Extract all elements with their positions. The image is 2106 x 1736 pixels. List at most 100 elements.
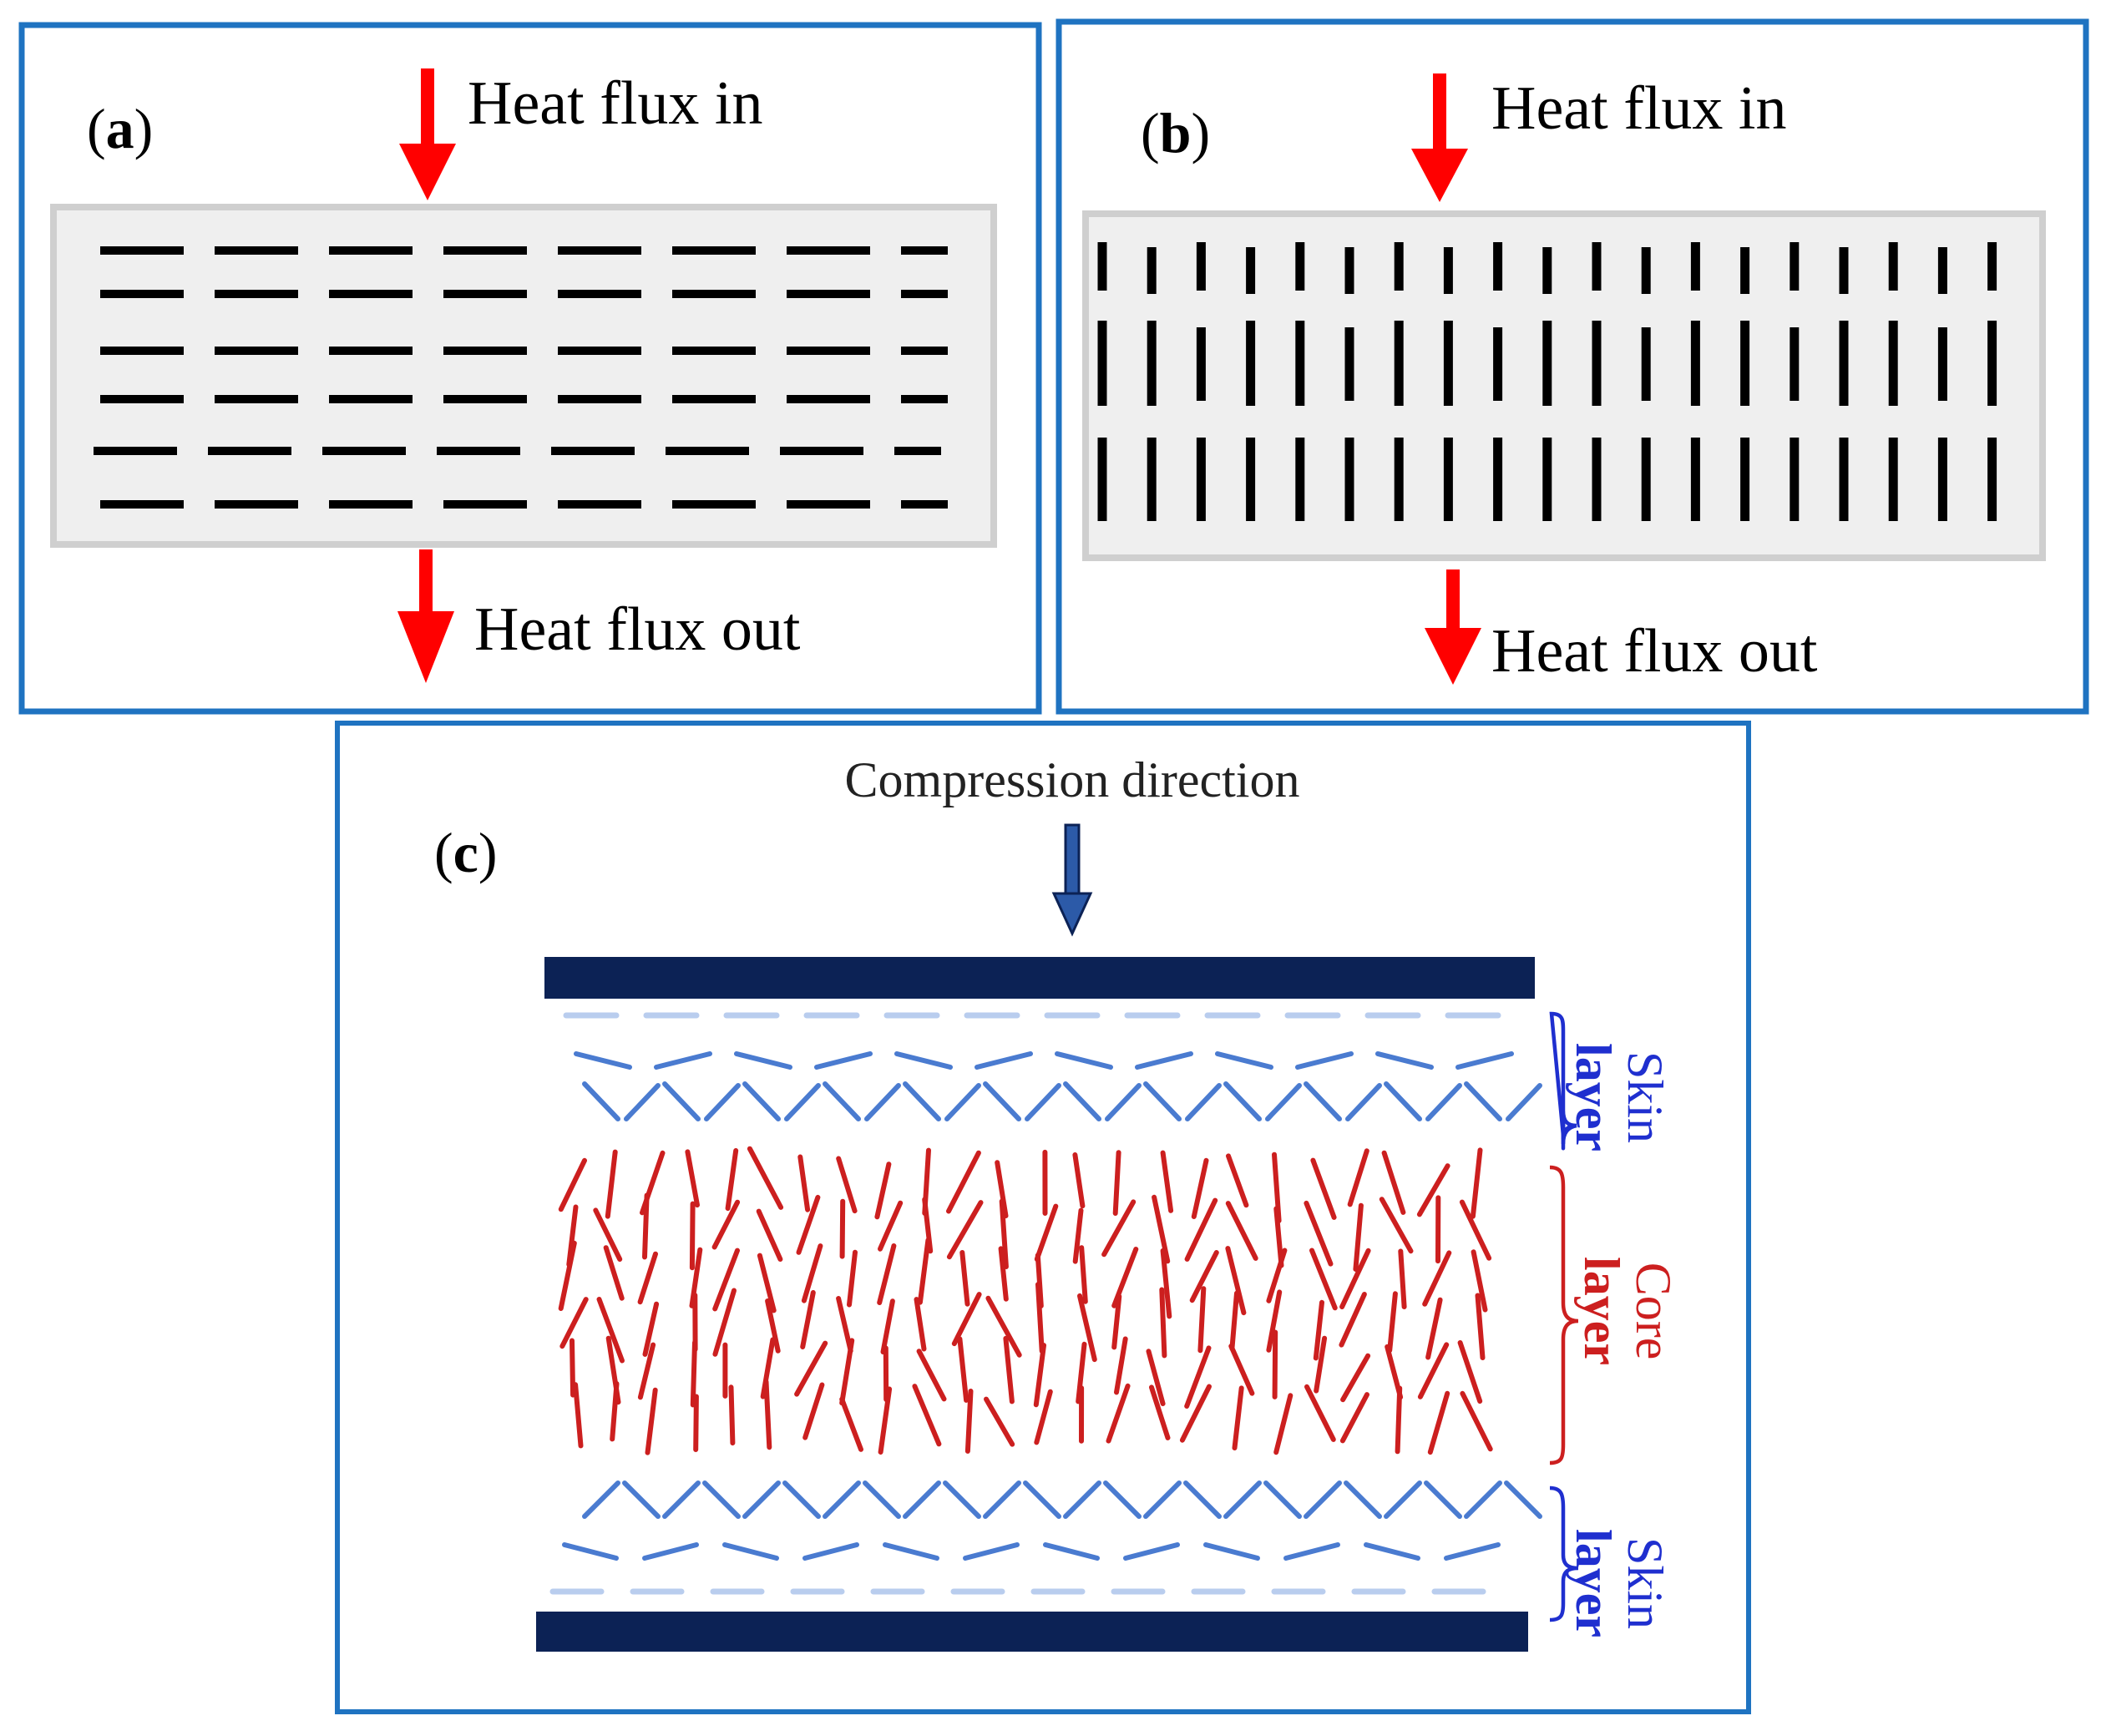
core-flake xyxy=(1427,1390,1450,1455)
skin-flake xyxy=(944,1083,981,1121)
bottom-skin-label: Skin layer xyxy=(1566,1529,1673,1637)
core-flake xyxy=(1339,1248,1371,1309)
heat-flux-out-label: Heat flux out xyxy=(474,595,801,664)
core-flake xyxy=(1457,1340,1483,1404)
core-flake xyxy=(1072,1152,1086,1209)
skin-flake xyxy=(1464,1081,1502,1121)
core-flake xyxy=(1273,1393,1293,1455)
panel-a-flakes xyxy=(94,246,948,509)
core-flake xyxy=(1146,1349,1166,1406)
panel-c-frame xyxy=(335,721,1751,1714)
core-flake xyxy=(1229,1290,1239,1352)
core-flake xyxy=(914,1297,927,1352)
core-flake xyxy=(559,1297,589,1349)
core-flake xyxy=(763,1379,772,1450)
skin-flake xyxy=(1223,1081,1262,1121)
panel-a-sample xyxy=(50,204,997,548)
core-flake xyxy=(1310,1157,1337,1220)
core-flake xyxy=(839,1396,863,1452)
core-flake xyxy=(1079,1245,1088,1304)
core-flake xyxy=(1471,1249,1488,1313)
skin-flake xyxy=(1063,1480,1101,1519)
skin-flake xyxy=(963,1542,1020,1561)
core-flake xyxy=(1034,1203,1059,1262)
core-flake xyxy=(1184,1345,1212,1409)
core-flake xyxy=(836,1296,853,1354)
core-flake xyxy=(946,1150,981,1214)
skin-flake xyxy=(1304,1081,1342,1121)
core-flake xyxy=(964,1389,974,1454)
core-flake xyxy=(1232,1385,1244,1450)
core-flake xyxy=(690,1339,697,1408)
core-flake xyxy=(800,1290,816,1349)
skin-flake xyxy=(903,1081,941,1121)
top-skin-word: Skin xyxy=(1617,1051,1673,1143)
core-flake xyxy=(1309,1248,1338,1311)
skin-flake xyxy=(1055,1051,1113,1070)
heat-in-arrow-icon xyxy=(1411,73,1468,202)
core-flake xyxy=(878,1386,893,1455)
skin-flake xyxy=(1283,1542,1340,1561)
skin-flake xyxy=(574,1051,632,1070)
core-flake xyxy=(1111,1293,1122,1350)
core-layer-word: layer xyxy=(1574,1257,1629,1365)
core-flake xyxy=(1340,1353,1371,1403)
skin-flake xyxy=(983,1480,1021,1519)
core-flake xyxy=(802,1382,825,1440)
bottom-layer-word: layer xyxy=(1566,1529,1621,1637)
skin-flake xyxy=(1185,1083,1222,1121)
skin-flake xyxy=(1123,1542,1180,1561)
skin-flake xyxy=(1384,1480,1422,1519)
skin-flake xyxy=(883,1542,939,1561)
skin-flake xyxy=(823,1480,861,1519)
skin-flake xyxy=(704,1083,741,1121)
skin-flake xyxy=(863,1480,901,1519)
skin-flake xyxy=(662,1480,701,1519)
core-flake xyxy=(573,1382,584,1449)
panel-a: (a) Heat flux in Heat flux out xyxy=(18,22,1042,715)
core-label: Core layer xyxy=(1574,1257,1681,1365)
skin-flake xyxy=(1375,1051,1434,1070)
core-flake xyxy=(728,1384,736,1446)
core-flake xyxy=(951,1292,982,1347)
skin-flake xyxy=(1455,1051,1514,1070)
skin-flake xyxy=(802,1542,859,1561)
core-flake xyxy=(1184,1197,1218,1262)
core-flake xyxy=(603,1245,625,1301)
core-flake xyxy=(797,1154,811,1212)
top-skin-label: Skin layer xyxy=(1566,1043,1673,1151)
heat-out-arrow-icon xyxy=(397,549,454,683)
core-flake xyxy=(1225,1201,1258,1261)
heat-out-arrow-icon xyxy=(1425,569,1481,685)
core-flake xyxy=(1101,1199,1137,1258)
skin-flake xyxy=(1183,1480,1222,1519)
core-flake xyxy=(1425,1297,1443,1360)
core-flake xyxy=(1339,1392,1369,1444)
panel-c: Compression direction (c) Skin layer Cor… xyxy=(335,721,1751,1714)
core-flake xyxy=(946,1200,984,1260)
core-flake xyxy=(957,1336,969,1403)
skin-flake xyxy=(1103,1480,1142,1519)
skin-flake xyxy=(582,1081,620,1121)
core-flake xyxy=(1189,1250,1219,1303)
heat-flux-in-label: Heat flux in xyxy=(468,69,762,138)
core-flake xyxy=(1160,1150,1174,1213)
core-flake xyxy=(642,1301,660,1357)
core-flake xyxy=(985,1295,1022,1358)
core-flake xyxy=(1106,1383,1131,1444)
core-flake xyxy=(801,1243,823,1303)
skin-flake xyxy=(1063,1081,1101,1121)
core-flake xyxy=(1197,1286,1207,1354)
core-flake xyxy=(637,1251,658,1305)
skin-flake xyxy=(1504,1480,1542,1519)
core-flake xyxy=(570,1338,576,1398)
skin-flake xyxy=(1425,1083,1462,1121)
core-flake xyxy=(1034,1389,1053,1445)
skin-flake xyxy=(1223,1480,1262,1519)
skin-flake xyxy=(784,1083,821,1121)
core-flake xyxy=(1347,1148,1369,1207)
skin-flake xyxy=(1203,1542,1260,1561)
skin-flake xyxy=(734,1051,792,1070)
core-flake xyxy=(558,1157,587,1212)
core-flake xyxy=(1033,1343,1046,1408)
